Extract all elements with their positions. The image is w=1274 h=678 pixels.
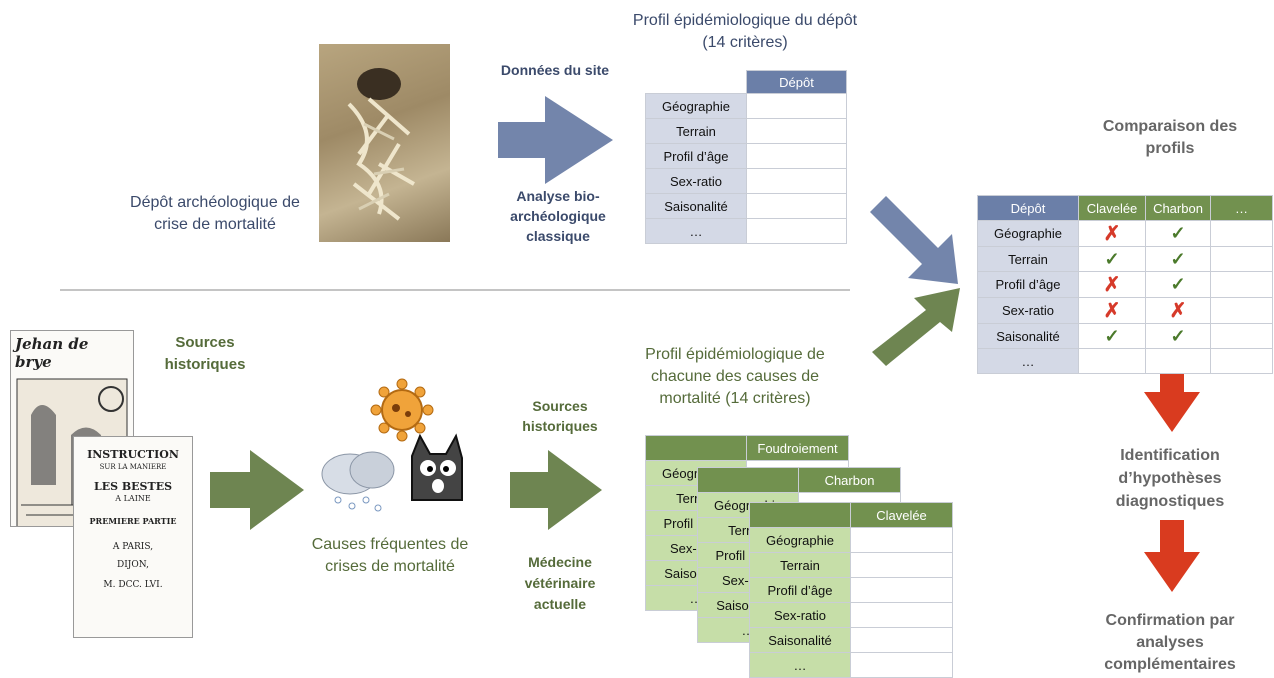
table-row: Profil d’âge	[645, 143, 847, 169]
clavelee-table: Clavelée Géographie Terrain Profil d’âge…	[749, 502, 953, 678]
identification-label: Identification d’hypothèses diagnostique…	[1115, 447, 1225, 510]
arrow-depot-to-compare	[870, 196, 958, 284]
causes-icons	[321, 378, 463, 512]
table-row: Terrain	[645, 118, 847, 144]
table-row: Profil d’âge✗✓	[977, 271, 1273, 298]
arrow-identification-to-confirmation	[1144, 520, 1200, 592]
sources-label: Sources historiques	[164, 334, 246, 373]
book1-title: Jehan de brye	[15, 335, 89, 371]
arrow-causes-to-compare	[872, 288, 960, 366]
check-icon: ✓	[1145, 246, 1211, 272]
table-row: Saisonalité	[749, 627, 953, 653]
arrow-compare-to-identification	[1144, 362, 1200, 432]
wolf-icon	[411, 433, 463, 501]
bones-icon	[347, 68, 415, 221]
table-row: Profil d’âge	[749, 577, 953, 603]
cross-icon: ✗	[1078, 271, 1146, 298]
confirmation-label: Confirmation par analyses complémentaire…	[1104, 612, 1236, 673]
check-icon: ✓	[1078, 323, 1146, 349]
table-row: Sex-ratio✗✗	[977, 297, 1273, 324]
donnees-label: Données du site	[500, 62, 610, 78]
compare-title: Comparaison des profils	[1102, 118, 1238, 157]
snow-cloud-icon	[321, 451, 395, 512]
arrow-causes-to-profiles	[510, 450, 602, 530]
medecine-label: Médecine vétérinaire actuelle	[524, 554, 596, 612]
cross-icon: ✗	[1078, 220, 1146, 247]
arrow-donnees	[498, 96, 613, 184]
check-icon: ✓	[1145, 323, 1211, 349]
table-row: Terrain✓✓	[977, 246, 1273, 272]
arrow-sources-to-causes	[210, 450, 304, 530]
causes-label: Causes fréquentes de crises de mortalité	[311, 536, 469, 575]
table-row: …	[977, 348, 1273, 374]
comparison-table: Dépôt Clavelée Charbon … Géographie✗✓ Te…	[977, 195, 1273, 374]
check-icon: ✓	[1145, 220, 1211, 247]
analyse-label: Analyse bio-archéologique classique	[510, 188, 606, 244]
table-row: Géographie	[645, 93, 847, 119]
table-row: Sex-ratio	[645, 168, 847, 194]
site-label: Dépôt archéologique de crise de mortalit…	[130, 194, 300, 233]
excavation-photo	[319, 44, 450, 242]
book-instruction: INSTRUCTION SUR LA MANIERE LES BESTES A …	[73, 436, 193, 638]
top-profile-title: Profil épidémiologique du dépôt (14 crit…	[632, 12, 858, 51]
table-row: Géographie	[749, 527, 953, 553]
check-icon: ✓	[1078, 246, 1146, 272]
table-row: Géographie✗✓	[977, 220, 1273, 247]
check-icon: ✓	[1145, 271, 1211, 298]
cross-icon: ✗	[1145, 297, 1211, 324]
depot-profile-table: Dépôt Géographie Terrain Profil d’âge Se…	[645, 70, 847, 244]
cross-icon: ✗	[1078, 297, 1146, 324]
bottom-profile-title: Profil épidémiologique de chacune des ca…	[645, 346, 825, 407]
table-row: Saisonalité	[645, 193, 847, 219]
table-header: Dépôt	[746, 70, 847, 94]
table-row: Saisonalité✓✓	[977, 323, 1273, 349]
sources2-label: Sources historiques	[522, 398, 598, 434]
virus-icon	[370, 378, 434, 442]
table-row: …	[645, 218, 847, 244]
table-row: …	[749, 652, 953, 678]
table-row: Sex-ratio	[749, 602, 953, 628]
table-row: Terrain	[749, 552, 953, 578]
